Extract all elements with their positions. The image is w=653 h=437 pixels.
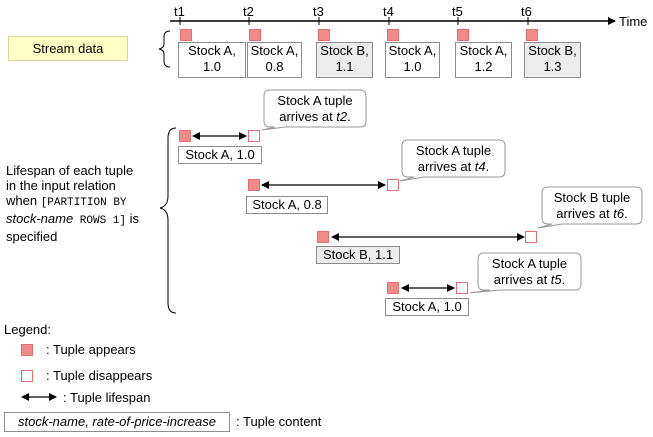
tuple-disappears-marker	[387, 179, 399, 191]
tuple-appears-marker	[249, 29, 261, 41]
lifespan-desc-line5: specified	[6, 229, 58, 244]
tuple-line1: Stock A,	[459, 43, 508, 58]
stream-tuple-5: Stock A, 1.2	[455, 42, 512, 78]
tick-marks	[179, 17, 529, 25]
tuple-appears-marker	[526, 29, 538, 41]
legend-content-box: stock-name, rate-of-price-increase	[4, 412, 230, 432]
callout-bubble-2	[399, 139, 506, 182]
tuple-line2: 0.8	[265, 59, 284, 74]
tick-label-t3: t3	[313, 4, 324, 19]
tuple-appears-marker	[248, 179, 260, 191]
callout-text-4: Stock A tuple arrives at t5.	[491, 256, 568, 287]
tuple-appears-marker	[387, 282, 399, 294]
tuple-appears-marker	[387, 29, 399, 41]
stream-data-label: Stream data	[8, 36, 128, 61]
tuple-line1: Stock B,	[528, 43, 577, 58]
stream-tuple-4: Stock A, 1.0	[385, 42, 440, 78]
lifespan-tuple-1: Stock A, 1.0	[178, 146, 262, 164]
legend-appears-marker	[21, 344, 33, 356]
tuple-line1: Stock A,	[250, 43, 299, 58]
tuple-disappears-marker	[456, 282, 468, 294]
lifespan-tuple-3: Stock B, 1.1	[316, 246, 400, 264]
callout-bubble-4	[469, 252, 582, 294]
time-axis-label: Time	[619, 14, 648, 29]
tuple-line1: Stock B,	[320, 43, 369, 58]
tuple-disappears-marker	[248, 130, 260, 142]
tuple-line2: 1.0	[202, 59, 222, 74]
callout-text-3: Stock B tuple arrives at t6.	[553, 190, 631, 221]
lifespan-brace	[159, 127, 177, 314]
callout-bubble-3	[537, 186, 643, 229]
stream-tuple-3: Stock B, 1.1	[316, 42, 373, 78]
tuple-line2: 1.1	[335, 59, 354, 74]
tuple-appears-marker	[457, 29, 469, 41]
tick-label-t4: t4	[383, 4, 394, 19]
lifespan-desc-line4: stock-name ROWS 1] is	[6, 211, 140, 227]
legend-disappears-marker	[21, 370, 33, 382]
lifespan-desc-line3: when [PARTITION BY	[6, 193, 127, 209]
stream-tuple-1: Stock A, 1.0	[178, 42, 246, 78]
legend-lifespan-text: : Tuple lifespan	[63, 390, 151, 405]
lifespan-tuple-4: Stock A, 1.0	[385, 298, 469, 316]
stream-tuple-2: Stock A, 0.8	[247, 42, 302, 78]
legend-appears-text: : Tuple appears	[46, 342, 136, 357]
tuple-appears-marker	[318, 29, 330, 41]
tick-label-t2: t2	[243, 4, 254, 19]
tick-label-t5: t5	[452, 4, 463, 19]
callout-text-2: Stock A tuple arrives at t4.	[415, 143, 492, 174]
stream-brace	[158, 30, 171, 68]
lifespan-desc-line1: Lifespan of each tuple	[6, 163, 134, 178]
tuple-line1: Stock A,	[388, 43, 437, 58]
legend-disappears-text: : Tuple disappears	[46, 368, 153, 383]
legend-content-text: : Tuple content	[236, 414, 322, 429]
callout-text-1: Stock A tuple arrives at t2.	[277, 93, 353, 124]
tuple-line1: Stock A,	[188, 43, 236, 58]
tuple-appears-marker	[180, 29, 192, 41]
tuple-line2: 1.3	[543, 59, 562, 74]
tick-label-t1: t1	[174, 4, 185, 19]
lifespan-desc-line2: in the input relation	[6, 178, 116, 193]
tuple-appears-marker	[179, 130, 191, 142]
lifespan-tuple-2: Stock A, 0.8	[246, 196, 328, 214]
tuple-disappears-marker	[525, 231, 537, 243]
lifespan-description: Lifespan of each tuple in the input rela…	[6, 163, 139, 244]
stream-tuple-6: Stock B, 1.3	[524, 42, 581, 78]
tuple-appears-marker	[317, 231, 329, 243]
tuple-line2: 1.0	[403, 59, 422, 74]
tuple-line2: 1.2	[474, 59, 493, 74]
tick-label-t6: t6	[521, 4, 532, 19]
callout-bubble-1	[261, 89, 367, 131]
legend-title: Legend:	[4, 322, 51, 337]
